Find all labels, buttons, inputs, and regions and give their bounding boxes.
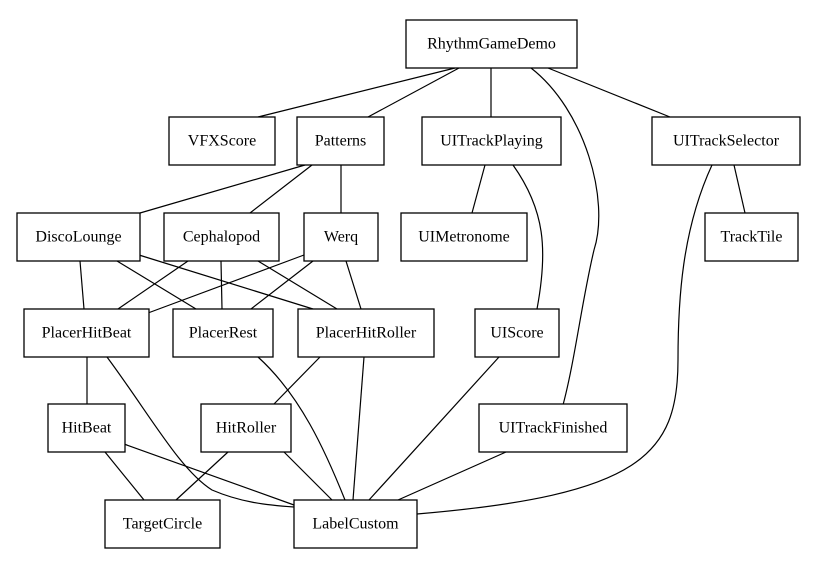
edge-placerrest-labelcustom [257, 356, 346, 501]
edge-placerhitroller-labelcustom [352, 356, 365, 501]
node-uimetronome[interactable]: UIMetronome [400, 212, 528, 262]
node-targetcircle[interactable]: TargetCircle [104, 499, 221, 549]
node-vfxscore[interactable]: VFXScore [168, 116, 276, 166]
node-cephalopod[interactable]: Cephalopod [163, 212, 280, 262]
node-uitrackplaying[interactable]: UITrackPlaying [421, 116, 562, 166]
edge-rhythmgamedemo-patterns [367, 67, 460, 118]
node-label: RhythmGameDemo [427, 36, 556, 53]
node-label: HitRoller [216, 420, 277, 437]
edge-cephalopod-placerhitbeat [117, 260, 189, 310]
edge-uiscore-labelcustom [368, 356, 500, 501]
edge-werq-placerrest [250, 260, 314, 310]
node-label: Cephalopod [183, 229, 260, 246]
node-uitrackselector[interactable]: UITrackSelector [651, 116, 801, 166]
node-uitrackfinished[interactable]: UITrackFinished [478, 403, 628, 453]
node-placerrest[interactable]: PlacerRest [172, 308, 274, 358]
edge-layer [79, 67, 746, 515]
edge-cephalopod-placerrest [220, 260, 223, 310]
edge-werq-placerhitroller [345, 260, 362, 310]
node-label: TrackTile [721, 229, 783, 246]
edge-hitroller-targetcircle [175, 451, 229, 501]
node-patterns[interactable]: Patterns [296, 116, 385, 166]
node-label: PlacerHitBeat [42, 325, 132, 342]
node-label: HitBeat [62, 420, 112, 437]
edge-patterns-discolounge [139, 164, 306, 214]
node-label: UITrackPlaying [440, 133, 543, 150]
edge-cephalopod-placerhitroller [257, 260, 338, 310]
node-box [163, 212, 280, 262]
edge-discolounge-placerrest [116, 260, 197, 310]
node-box [16, 212, 141, 262]
node-label: PlacerHitRoller [316, 325, 417, 342]
edge-rhythmgamedemo-uitrackfinished [530, 67, 600, 406]
node-label: DiscoLounge [35, 229, 121, 246]
edge-uitrackfinished-labelcustom [397, 451, 507, 501]
node-layer: RhythmGameDemo VFXScore Patterns UITrack… [16, 19, 801, 549]
node-label: PlacerRest [189, 325, 258, 342]
edge-discolounge-placerhitroller [138, 254, 314, 310]
node-rhythmgamedemo[interactable]: RhythmGameDemo [405, 19, 578, 69]
edge-hitbeat-labelcustom [123, 443, 295, 506]
node-box [200, 403, 292, 453]
edge-rhythmgamedemo-uitrackselector [547, 67, 671, 118]
node-box [23, 308, 150, 358]
node-tracktile[interactable]: TrackTile [704, 212, 799, 262]
node-box [400, 212, 528, 262]
node-label: VFXScore [188, 133, 256, 150]
node-hitbeat[interactable]: HitBeat [47, 403, 126, 453]
edge-uitrackselector-labelcustom [416, 164, 713, 515]
edge-placerhitroller-hitroller [273, 356, 321, 405]
node-label: UIScore [490, 325, 543, 342]
node-label: Patterns [315, 133, 367, 150]
edge-uitrackselector-tracktile [733, 164, 746, 214]
node-box [168, 116, 276, 166]
node-box [47, 403, 126, 453]
node-box [296, 116, 385, 166]
edge-placerhitbeat-labelcustom [106, 356, 295, 508]
edge-patterns-cephalopod [249, 164, 313, 214]
node-box [293, 499, 418, 549]
node-placerhitbeat[interactable]: PlacerHitBeat [23, 308, 150, 358]
edge-uitrackplaying-uimetronome [471, 164, 486, 214]
node-box [478, 403, 628, 453]
node-placerhitroller[interactable]: PlacerHitRoller [297, 308, 435, 358]
node-box [421, 116, 562, 166]
node-box [474, 308, 560, 358]
node-hitroller[interactable]: HitRoller [200, 403, 292, 453]
node-label: UITrackFinished [499, 420, 608, 437]
node-werq[interactable]: Werq [303, 212, 379, 262]
edge-werq-placerhitbeat [147, 254, 305, 314]
node-label: LabelCustom [312, 516, 399, 533]
node-discolounge[interactable]: DiscoLounge [16, 212, 141, 262]
node-box [303, 212, 379, 262]
node-box [297, 308, 435, 358]
node-box [651, 116, 801, 166]
node-box [405, 19, 578, 69]
node-labelcustom[interactable]: LabelCustom [293, 499, 418, 549]
node-box [704, 212, 799, 262]
node-label: UITrackSelector [673, 133, 780, 150]
node-label: Werq [324, 229, 358, 246]
node-label: TargetCircle [123, 516, 202, 533]
node-uiscore[interactable]: UIScore [474, 308, 560, 358]
node-box [172, 308, 274, 358]
edge-rhythmgamedemo-vfxscore [257, 67, 456, 118]
edge-discolounge-placerhitbeat [79, 260, 85, 310]
edge-uitrackplaying-uiscore [512, 164, 544, 310]
edge-hitbeat-targetcircle [104, 451, 145, 501]
node-box [104, 499, 221, 549]
edge-hitroller-labelcustom [283, 451, 333, 501]
node-label: UIMetronome [418, 229, 510, 246]
